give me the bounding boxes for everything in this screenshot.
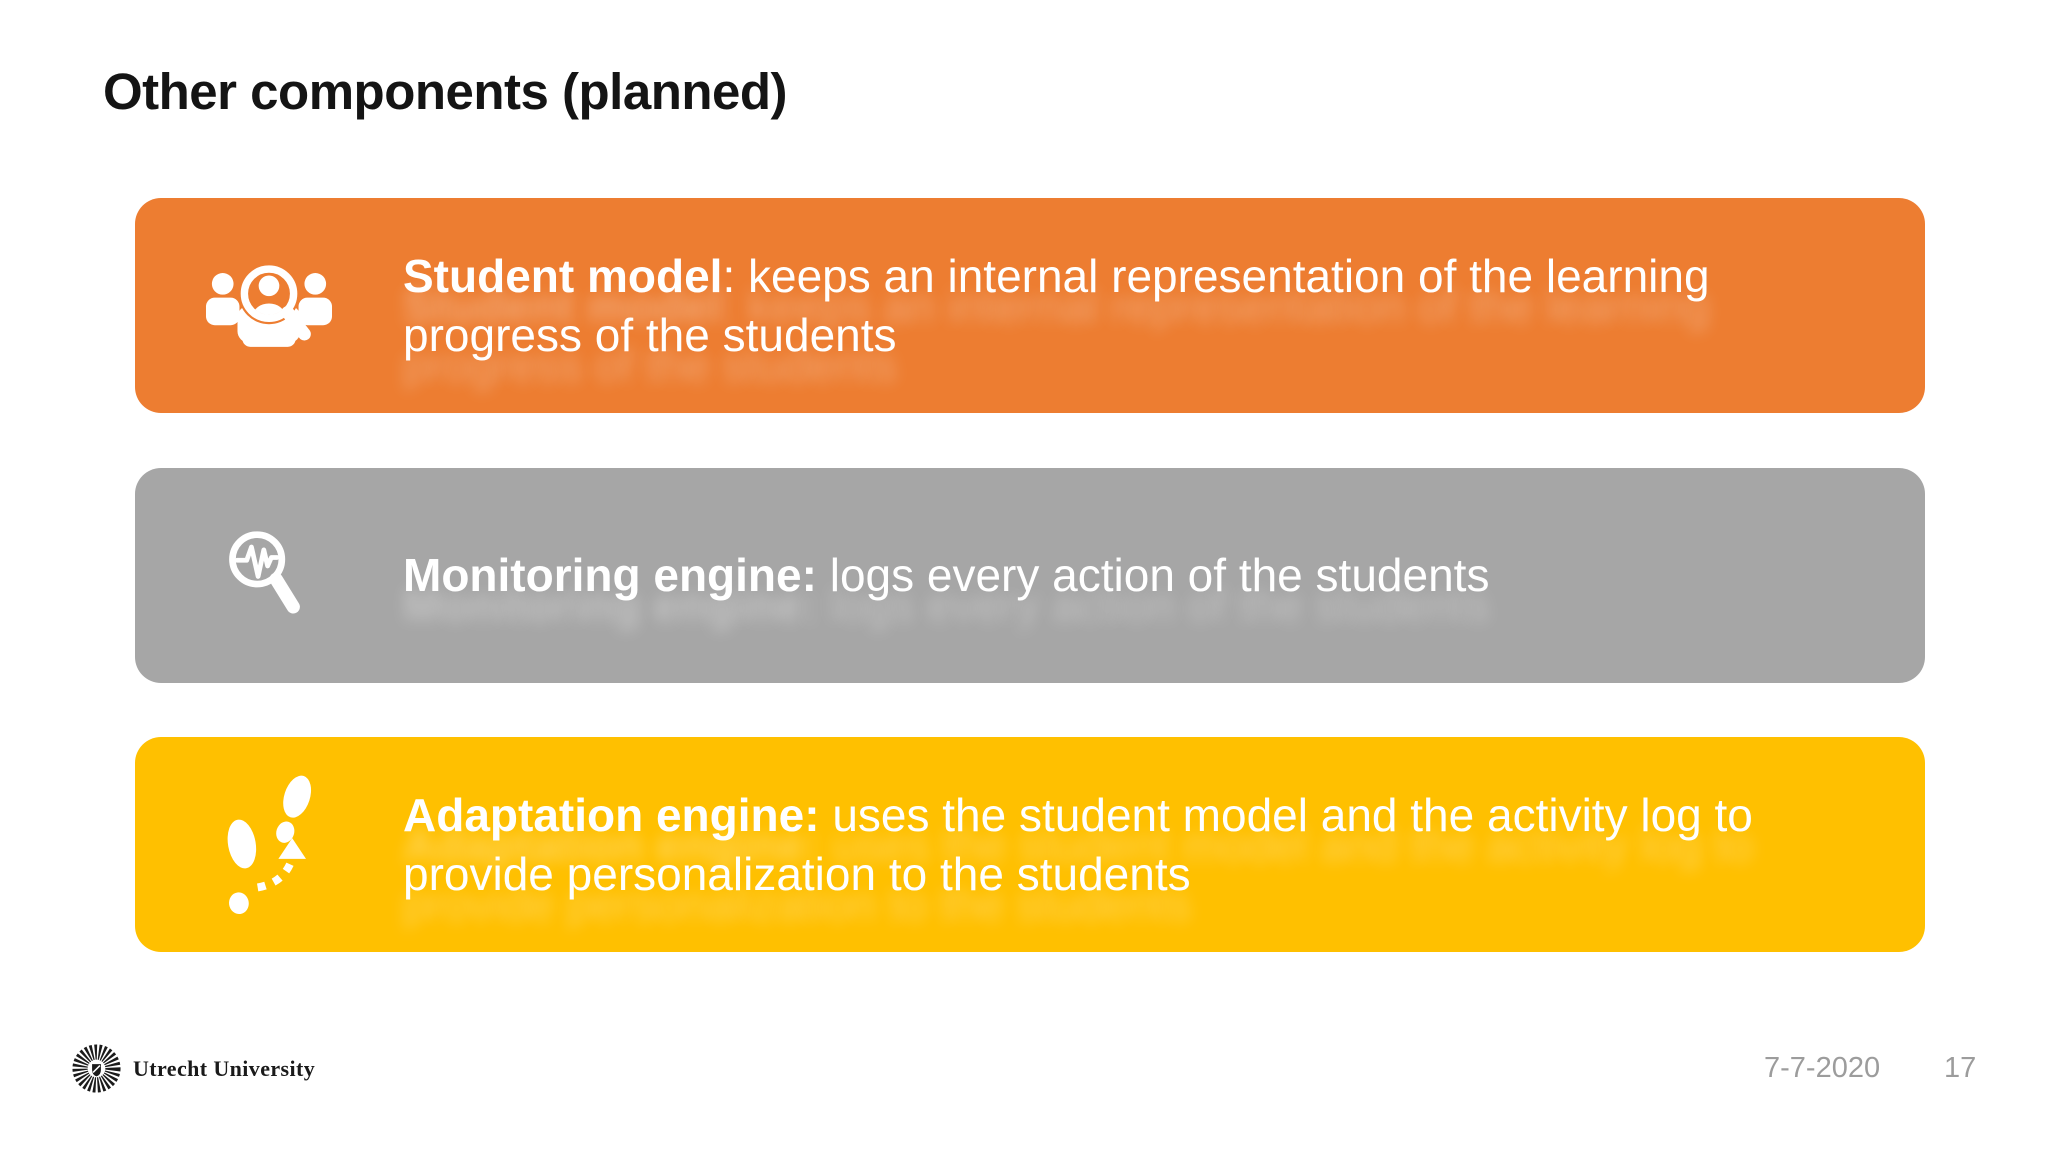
footsteps-icon <box>135 771 403 919</box>
card-heading: Monitoring engine: <box>403 549 817 601</box>
card-adaptation-engine-text: Adaptation engine: uses the student mode… <box>403 786 1925 904</box>
page-title: Other components (planned) <box>103 63 788 120</box>
card-body: logs every action of the students <box>816 549 1490 601</box>
card-adaptation-engine: Adaptation engine: uses the student mode… <box>135 737 1925 952</box>
card-student-model-text: Student model: keeps an internal represe… <box>403 247 1925 365</box>
people-search-icon <box>135 256 403 355</box>
card-monitoring-engine: Monitoring engine: logs every action of … <box>135 468 1925 683</box>
card-heading: Student model <box>403 249 723 302</box>
card-body: uses the student model and the activity … <box>403 788 1753 900</box>
slide-date: 7-7-2020 <box>1764 1052 1881 1084</box>
university-name: Utrecht University <box>133 1055 316 1081</box>
card-student-model: Student model: keeps an internal represe… <box>135 198 1925 413</box>
utrecht-university-logo: Utrecht University <box>70 1042 315 1095</box>
slide-page-number: 17 <box>1944 1052 1977 1084</box>
sunburst-logo-icon <box>72 1044 121 1093</box>
card-heading: Adaptation engine: <box>403 788 820 841</box>
card-monitoring-engine-text: Monitoring engine: logs every action of … <box>403 546 1925 605</box>
activity-magnifier-icon <box>135 528 403 623</box>
card-body: : keeps an internal representation of th… <box>403 249 1710 361</box>
